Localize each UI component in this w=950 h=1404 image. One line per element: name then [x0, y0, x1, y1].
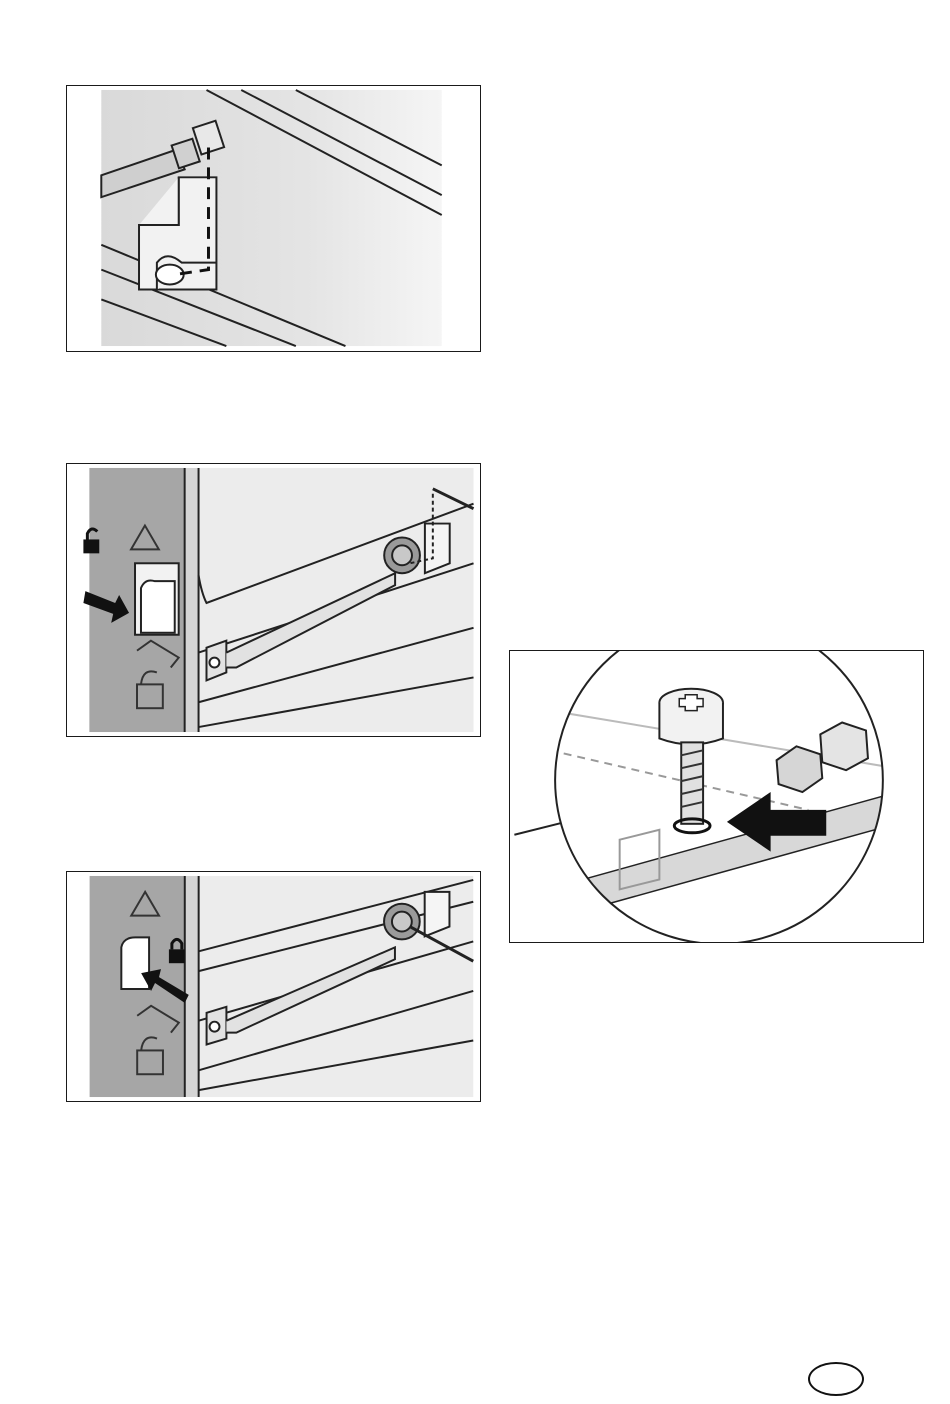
- page-number-badge: [808, 1362, 864, 1396]
- oven-latch-lock-illustration: [67, 872, 480, 1101]
- screw-detail-magnified-illustration: [510, 651, 923, 942]
- figure-screw-detail: [509, 650, 924, 943]
- figure-latch-lock: [66, 871, 481, 1102]
- oven-latch-unlock-illustration: [67, 464, 480, 736]
- figure-bracket-screw: [66, 85, 481, 352]
- figure-latch-unlock: [66, 463, 481, 737]
- bracket-screw-illustration: [67, 86, 480, 351]
